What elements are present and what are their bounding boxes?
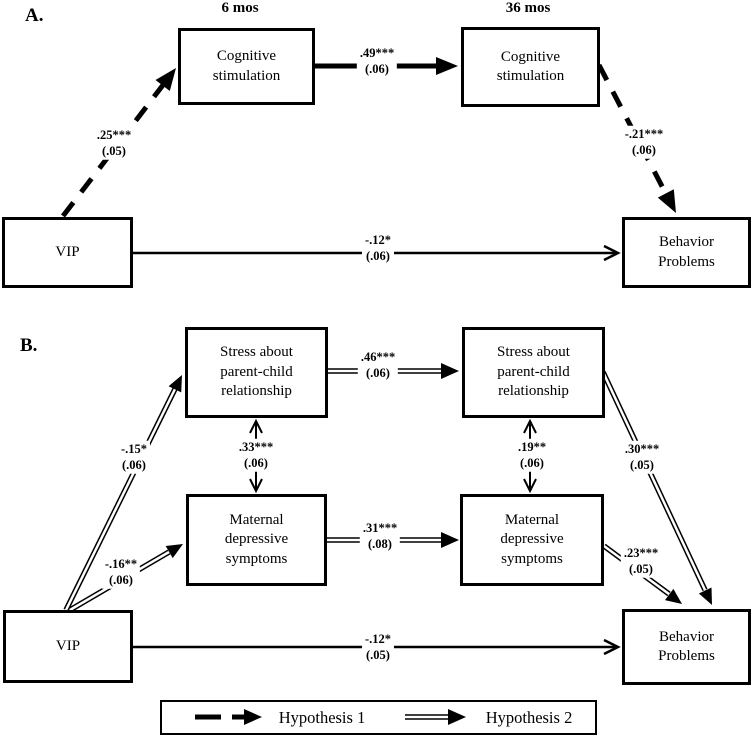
box-label: Cognitive stimulation <box>212 48 281 84</box>
coef-value: .33*** <box>238 439 274 454</box>
coef-vip-to-cog6: .25*** (.05) <box>93 126 135 160</box>
arrow-vip-to-cog6-hypothesis1 <box>61 68 176 218</box>
legend-hypothesis1-arrow <box>195 709 262 725</box>
coef-vip-to-depress6: -.16** (.06) <box>101 555 141 589</box>
box-label: VIP <box>55 243 80 260</box>
coef-value: .23*** <box>623 545 659 560</box>
coef-vip-to-behavior-a: -.12* (.06) <box>361 231 395 265</box>
box-stress-6mos: Stress about parent-child relationship <box>185 327 328 418</box>
coef-value: -.16** <box>104 556 138 571</box>
coef-cog6-to-cog36: .49*** (.06) <box>356 44 398 78</box>
coef-value: -.12* <box>364 232 392 247</box>
coef-se: (.06) <box>122 458 146 472</box>
box-label: Maternal depressive symptoms <box>224 511 289 567</box>
arrow-vip-to-stress6-hypothesis2 <box>63 375 182 612</box>
coef-value: .49*** <box>359 45 395 60</box>
box-cognitive-stimulation-36mos: Cognitive stimulation <box>461 27 600 107</box>
coef-vip-to-behavior-b: -.12* (.05) <box>361 630 395 664</box>
legend-hypothesis2-arrow <box>405 709 466 725</box>
box-stress-36mos: Stress about parent-child relationship <box>462 327 605 418</box>
coef-se: (.06) <box>366 366 390 380</box>
box-behavior-problems-panel-b: Behavior Problems <box>622 609 751 685</box>
arrow-stress36-to-behavior-hypothesis2 <box>600 370 712 605</box>
box-label: Stress about parent-child relationship <box>497 344 570 400</box>
coef-value: .25*** <box>96 127 132 142</box>
box-label: VIP <box>55 637 81 654</box>
coef-stress6-to-stress36: .46*** (.06) <box>357 348 399 382</box>
box-label: Behavior Problems <box>658 234 715 270</box>
coef-se: (.05) <box>629 562 653 576</box>
coef-depress6-to-depress36: .31*** (.08) <box>359 519 401 553</box>
coef-se: (.06) <box>632 143 656 157</box>
panel-a-label: A. <box>25 5 44 26</box>
coef-vip-to-stress6: -.15* (.06) <box>117 440 151 474</box>
coef-value: .46*** <box>360 349 396 364</box>
box-vip-panel-a: VIP <box>2 217 133 288</box>
box-vip-panel-b: VIP <box>3 610 133 683</box>
coef-se: (.06) <box>520 456 544 470</box>
coef-se: (.05) <box>630 458 654 472</box>
coef-se: (.08) <box>368 537 392 551</box>
coef-value: -.15* <box>120 441 148 456</box>
coef-se: (.06) <box>366 249 390 263</box>
coef-value: .30*** <box>624 441 660 456</box>
box-label: Behavior Problems <box>658 628 715 665</box>
coef-se: (.06) <box>244 456 268 470</box>
panel-b-label: B. <box>20 335 38 356</box>
box-behavior-problems-panel-a: Behavior Problems <box>622 217 751 288</box>
coef-se: (.06) <box>365 62 389 76</box>
coef-se: (.05) <box>102 144 126 158</box>
legend-hypothesis2-label: Hypothesis 2 <box>485 708 573 727</box>
coef-value: .31*** <box>362 520 398 535</box>
box-maternal-depressive-6mos: Maternal depressive symptoms <box>186 494 327 586</box>
time-header-36mos: 36 mos <box>505 0 551 16</box>
box-label: Cognitive stimulation <box>496 48 565 85</box>
coef-value: -.12* <box>364 631 392 646</box>
box-cognitive-stimulation-6mos: Cognitive stimulation <box>178 28 315 105</box>
box-maternal-depressive-36mos: Maternal depressive symptoms <box>460 494 604 586</box>
legend-hypothesis1-label: Hypothesis 1 <box>278 708 366 727</box>
coef-stress36-to-behavior: .30*** (.05) <box>621 440 663 474</box>
legend-box <box>160 700 597 735</box>
coef-se: (.05) <box>366 648 390 662</box>
box-label: Stress about parent-child relationship <box>220 344 293 400</box>
time-header-6mos: 6 mos <box>221 0 259 16</box>
coef-value: -.21*** <box>624 126 664 141</box>
box-label: Maternal depressive symptoms <box>500 511 564 567</box>
coef-value: .19** <box>517 439 547 454</box>
coef-depress36-to-behavior: .23*** (.05) <box>620 544 662 578</box>
coef-se: (.06) <box>109 573 133 587</box>
coef-stress36-cov-depress36: .19** (.06) <box>514 438 550 472</box>
coef-stress6-cov-depress6: .33*** (.06) <box>235 438 277 472</box>
coef-cog36-to-behavior: -.21*** (.06) <box>621 125 667 159</box>
